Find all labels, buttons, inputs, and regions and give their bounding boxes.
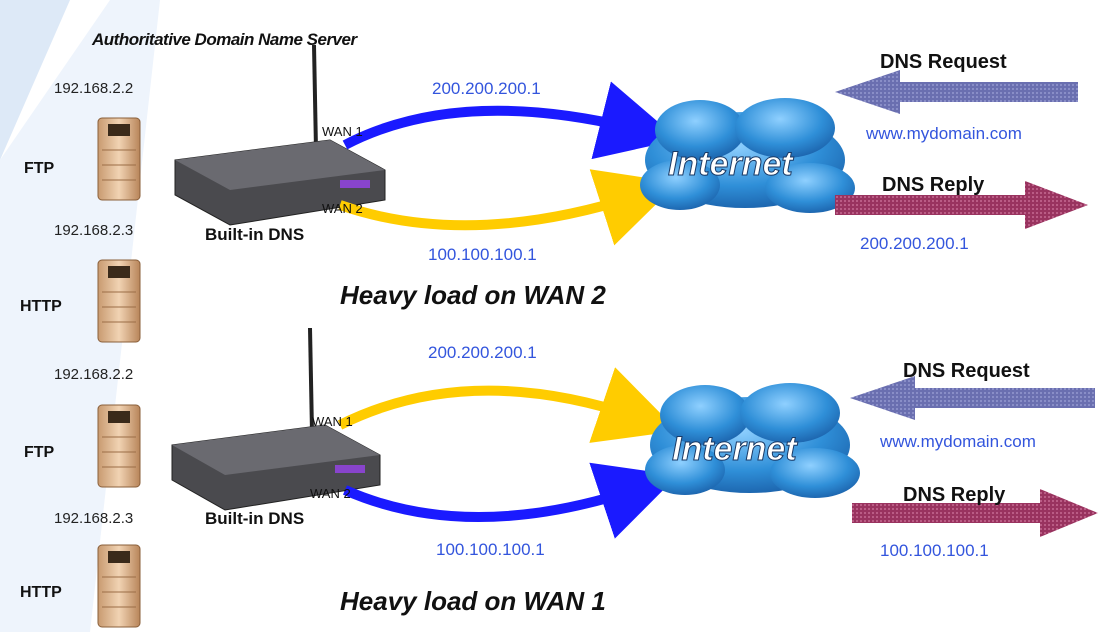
server-tower-icon [97,544,141,628]
dns-reply-label: DNS Reply [903,484,1006,506]
dns-request-label: DNS Request [903,360,1030,382]
wan2-label: WAN 2 [310,486,351,501]
server-ip: 192.168.2.3 [54,222,134,239]
wan1-label: WAN 1 [322,124,363,139]
wan1-ip: 200.200.200.1 [428,343,537,362]
server-label: FTP [24,444,55,461]
wan1-ip: 200.200.200.1 [432,79,541,98]
server-tower-icon [97,404,141,488]
internet-label: Internet [668,145,794,183]
builtin-dns-label: Built-in DNS [205,225,305,244]
server-tower-icon [97,259,141,343]
server-ip: 192.168.2.2 [54,80,134,97]
internet-cloud-icon [645,383,860,498]
domain-label: www.mydomain.com [866,124,1022,143]
antenna-icon [308,327,314,433]
dns-reply-arrow [835,181,1088,229]
server-label: FTP [24,160,55,177]
internet-label: Internet [672,430,798,468]
server-ip: 192.168.2.2 [54,366,134,383]
diagram-title: Authoritative Domain Name Server [92,30,357,49]
wan1-link-active [342,81,679,160]
router-icon [174,44,386,226]
scenario-caption: Heavy load on WAN 2 [340,280,606,310]
wan2-link-idle [338,169,679,246]
reply-ip: 200.200.200.1 [860,234,969,253]
wan1-label: WAN 1 [312,414,353,429]
reply-ip: 100.100.100.1 [880,541,989,560]
dns-request-arrow [850,376,1095,420]
scenario-caption: Heavy load on WAN 1 [340,586,606,616]
dns-request-arrow [835,70,1078,114]
builtin-dns-label: Built-in DNS [205,509,305,528]
wan2-link-active [342,462,678,539]
dns-reply-arrow [852,489,1098,537]
internet-cloud-icon [640,98,855,213]
server-label: HTTP [20,584,62,601]
wan1-link-idle [337,367,678,443]
router-icon [171,327,381,511]
antenna-icon [312,44,318,151]
server-ip: 192.168.2.3 [54,510,134,527]
wan2-label: WAN 2 [322,201,363,216]
domain-label: www.mydomain.com [880,432,1036,451]
dns-reply-label: DNS Reply [882,174,985,196]
wan2-ip: 100.100.100.1 [428,245,537,264]
server-tower-icon [97,117,141,201]
dns-request-label: DNS Request [880,51,1007,73]
wan2-ip: 100.100.100.1 [436,540,545,559]
server-label: HTTP [20,298,62,315]
